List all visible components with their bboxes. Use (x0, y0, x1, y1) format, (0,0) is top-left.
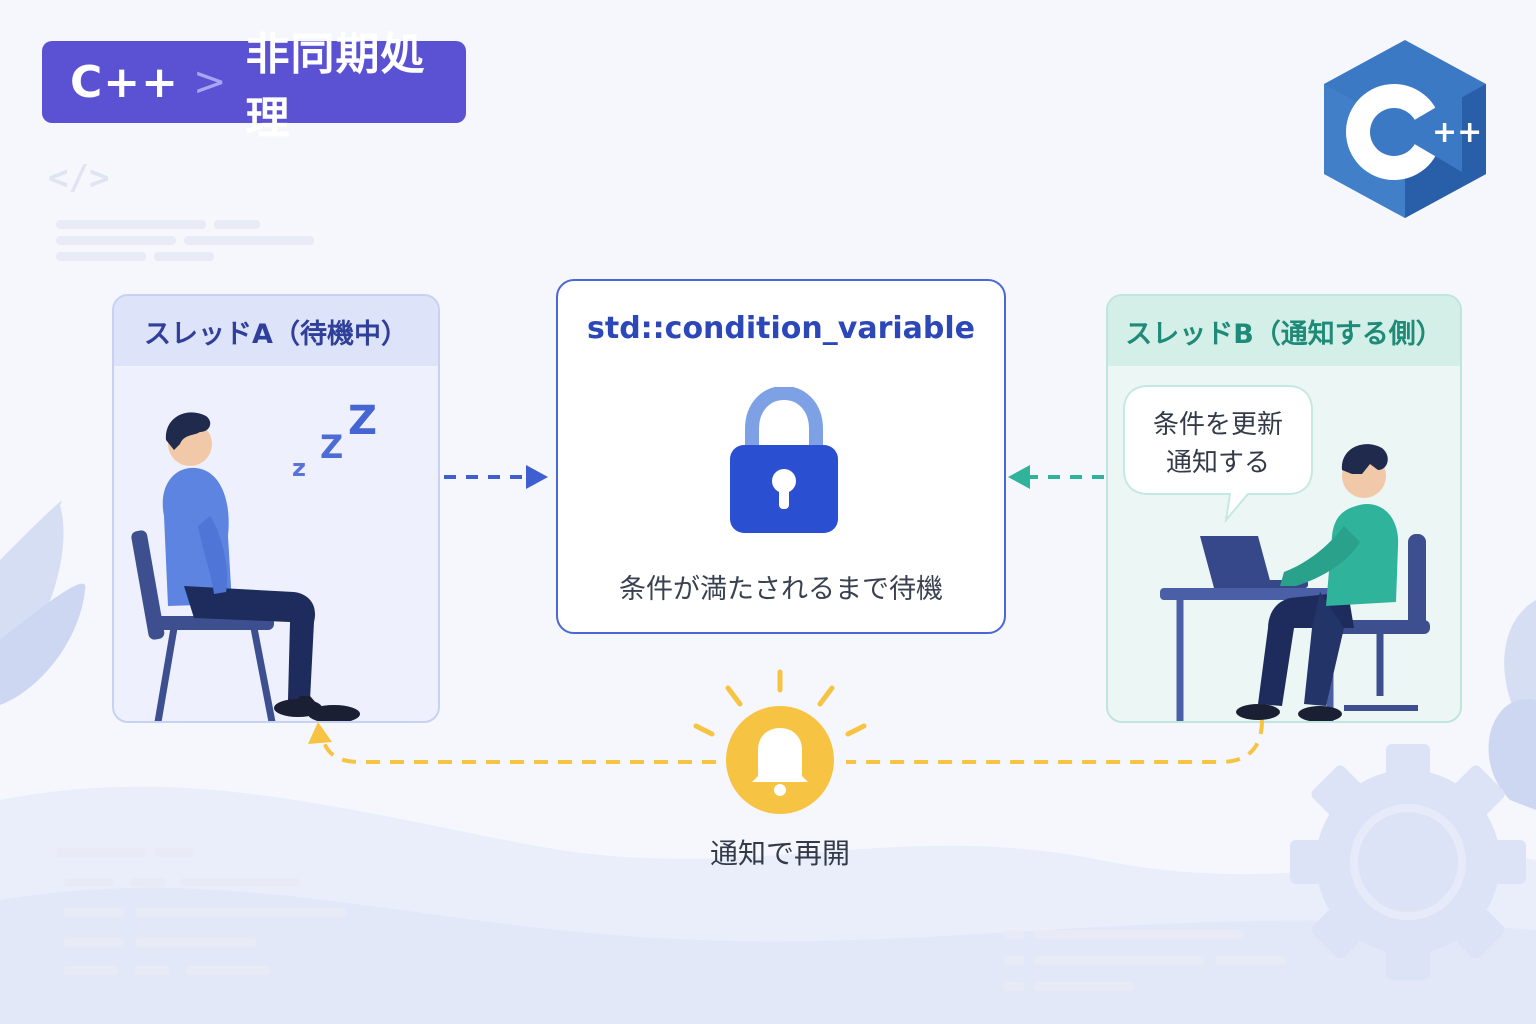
speech-line-1: 条件を更新 (1152, 410, 1283, 440)
breadcrumb: C++ > 非同期処理 (42, 29, 466, 144)
condition-variable-caption: 条件が満たされるまで待機 (619, 574, 943, 605)
code-icon: </> (48, 158, 110, 198)
condition-variable-panel: std::condition_variable 条件が満たされるまで待機 (556, 279, 1006, 634)
leaf-decoration-right (1488, 600, 1536, 810)
thread-b-panel: スレッドB（通知する側） 条件を更新 通知する (1106, 294, 1462, 723)
breadcrumb-current: 非同期処理 (245, 29, 426, 144)
person-at-laptop-icon (1123, 385, 1430, 721)
notify-label: 通知で再開 (709, 837, 850, 870)
svg-text:Z: Z (320, 428, 343, 466)
breadcrumb-parent[interactable]: C++ (70, 56, 180, 108)
leaf-decoration-left (0, 501, 86, 705)
logo-suffix: ++ (1432, 115, 1482, 150)
cpp-logo-icon: ++ (1324, 40, 1486, 218)
svg-text:Z: Z (348, 398, 377, 444)
speech-bubble: 条件を更新 通知する (1124, 406, 1312, 482)
condition-variable-title: std::condition_variable (587, 311, 975, 346)
gear-icon (1290, 744, 1526, 980)
code-lines-decoration (56, 220, 1286, 991)
lock-icon (730, 387, 838, 533)
sleeping-person-icon: z Z Z (131, 398, 377, 721)
speech-line-2: 通知する (1165, 448, 1270, 478)
svg-text:z: z (292, 454, 306, 482)
thread-a-panel: スレッドA（待機中） z Z Z (112, 294, 440, 723)
thread-a-title: スレッドA（待機中） (114, 296, 438, 366)
thread-b-title: スレッドB（通知する側） (1108, 296, 1460, 366)
breadcrumb-separator: > (193, 59, 228, 105)
